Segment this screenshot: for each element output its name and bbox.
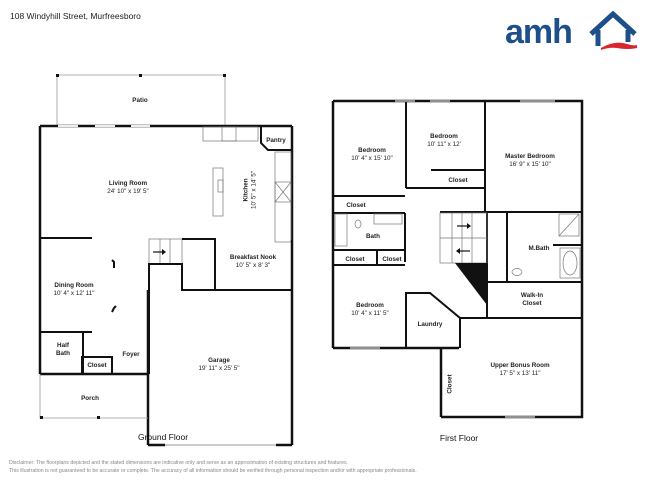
room-label-closet-hall-2: Closet [382,256,402,263]
disclaimer-line-2: This illustration is not guaranteed to b… [9,468,417,474]
logo-text: amh [505,13,573,51]
first-floor-title: First Floor [439,433,479,443]
room-label-half-bath: Half Bath [56,342,70,357]
room-label-closet-bonus: Closet [446,374,454,394]
room-label-porch: Porch [81,395,99,402]
room-label-pantry: Pantry [266,137,286,144]
room-label-closet-hall-1: Closet [345,256,365,263]
disclaimer: Disclaimer: The floorplans depicted and … [9,459,649,475]
room-label-m-bath: M.Bath [528,245,550,252]
room-label-patio: Patio [132,97,148,104]
room-label-closet: Closet [87,362,107,369]
room-label-laundry: Laundry [417,321,443,328]
room-label-closet-bed2: Closet [448,177,468,184]
ground-floor-title: Ground Floor [137,432,189,442]
room-label-closet-bed1: Closet [346,202,366,209]
room-label-walk-in-closet: Walk-In Closet [520,292,544,307]
room-label-foyer: Foyer [122,351,140,358]
amh-logo: amh [505,8,640,53]
property-address: 108 Windyhill Street, Murfreesboro [10,11,141,21]
room-label-bath: Bath [366,233,380,240]
house-roof-icon [589,10,637,50]
disclaimer-line-1: Disclaimer: The floorplans depicted and … [9,460,349,466]
